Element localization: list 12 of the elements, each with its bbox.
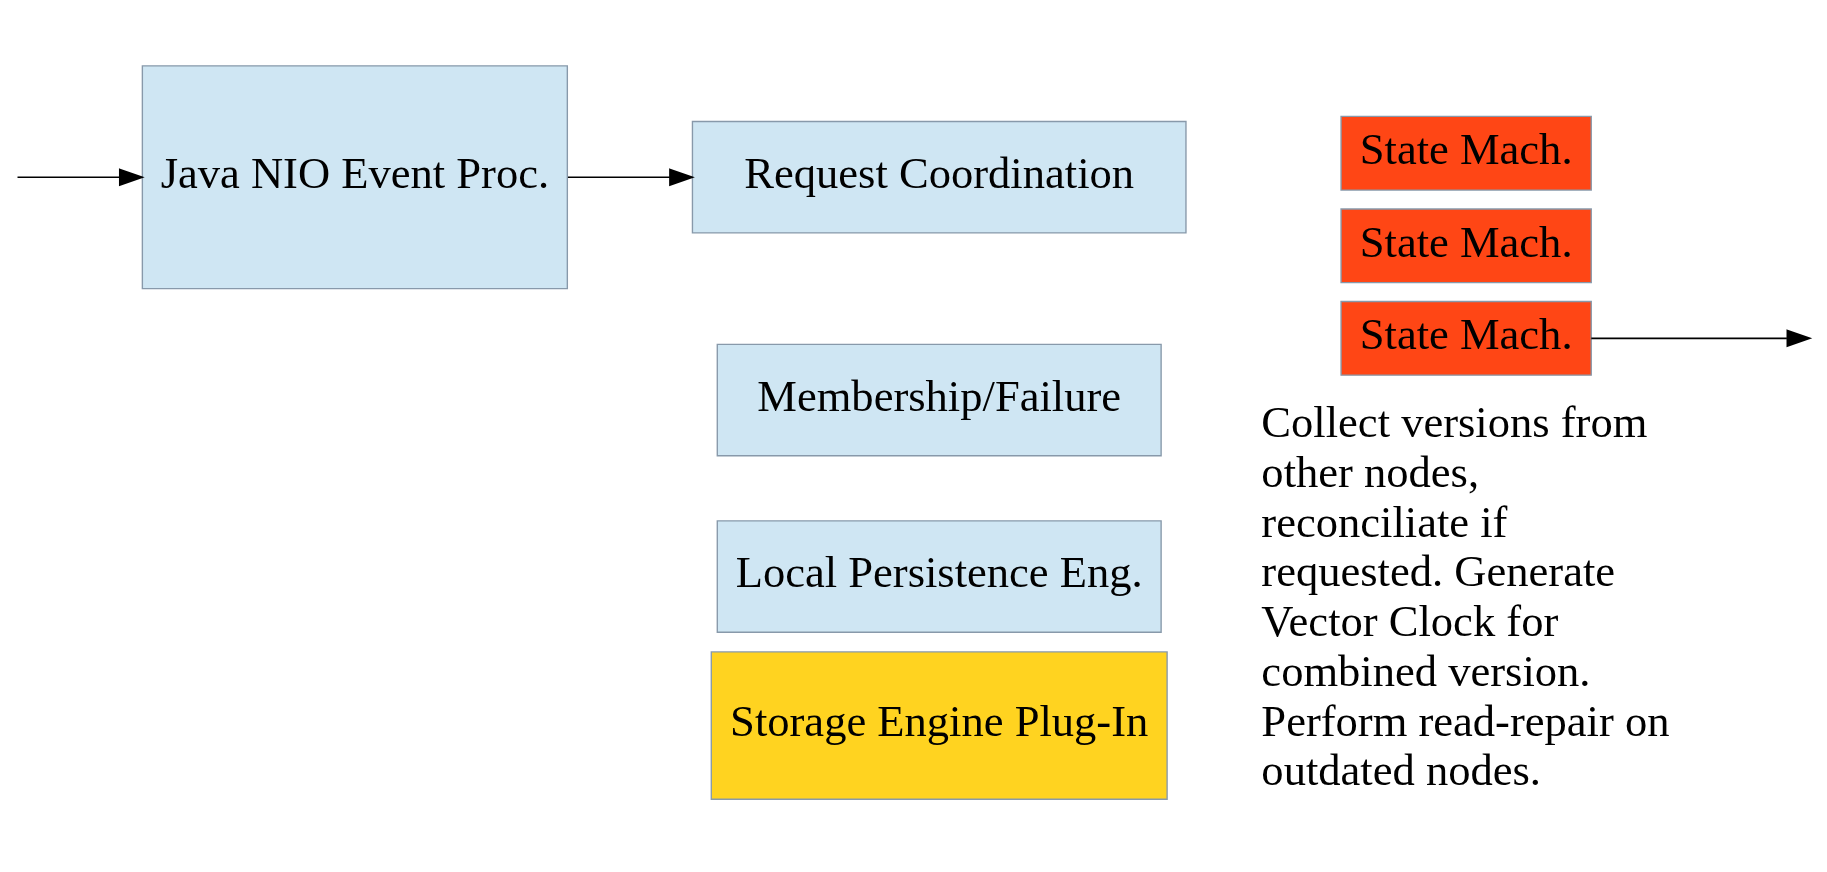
node-box: Storage Engine Plug-In — [710, 651, 1168, 800]
node-box: State Mach. — [1340, 208, 1592, 284]
node-box: Membership/Failure — [716, 343, 1162, 457]
node-box: Request Coordination — [691, 120, 1187, 234]
arrow — [1590, 329, 1813, 348]
node-box: Java NIO Event Proc. — [141, 65, 569, 290]
arrow — [567, 168, 695, 187]
node-box: State Mach. — [1340, 300, 1592, 376]
node-box: Local Persistence Eng. — [716, 520, 1162, 633]
arrow — [16, 168, 145, 187]
node-box: State Mach. — [1340, 115, 1592, 191]
label: Collect versions from other nodes, reconciliate if requested. Generate Vector Clock for combined version. Perform read-repair on outdated nodes. — [1261, 397, 1670, 796]
